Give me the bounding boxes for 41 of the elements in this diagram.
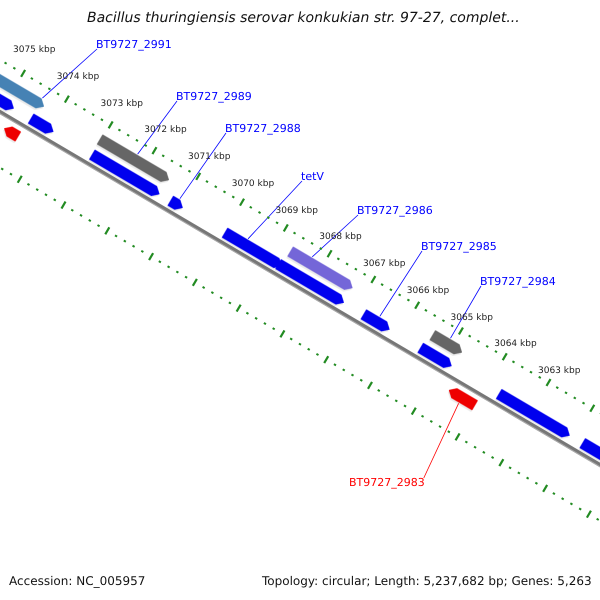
scale-label: 3064 kbp (494, 339, 537, 350)
gene-feature (96, 134, 170, 182)
gene-feature (28, 114, 54, 134)
gene-label: tetV (301, 170, 324, 183)
leader-line (179, 132, 226, 200)
map-title: Bacillus thuringiensis serovar konkukian str. 97-27, complet... (87, 10, 520, 26)
leader-line (423, 402, 460, 478)
scale-label: 3066 kbp (406, 286, 450, 296)
gene-feature (417, 342, 452, 368)
accession-text: Accession: NC_005957 (9, 574, 146, 588)
gene-feature (430, 330, 462, 354)
gene-label: BT9727_2991 (96, 38, 172, 51)
leader-line (137, 100, 178, 155)
scale-label: 3073 kbp (100, 98, 143, 108)
gene-feature (496, 388, 570, 438)
gene-feature (89, 150, 160, 196)
gene-label: BT9727_2985 (421, 240, 497, 253)
scale-label: 3069 kbp (276, 206, 318, 216)
leader-line (379, 250, 422, 317)
scale-label: 3075 kbp (13, 45, 56, 55)
leader-line (42, 48, 98, 98)
leader-line (248, 180, 302, 240)
gene-label: BT9727_2984 (480, 275, 556, 288)
gene-feature (448, 388, 478, 410)
gene-feature (222, 228, 282, 268)
scale-label: 3071 kbp (188, 152, 230, 162)
gene-label: BT9727_2989 (176, 90, 252, 103)
scale-label: 3063 kbp (538, 366, 580, 376)
scale-label: 3070 kbp (232, 178, 274, 189)
scale-label: 3067 kbp (363, 259, 406, 269)
gene-feature (287, 246, 353, 290)
leader-line (312, 214, 358, 258)
gene-feature (168, 196, 183, 210)
gene-label: BT9727_2983 (349, 476, 425, 489)
gene-label: BT9727_2988 (225, 122, 301, 135)
genome-info-text: Topology: circular; Length: 5,237,682 bp; Genes: 5,263 (262, 574, 592, 588)
gene-label: BT9727_2986 (357, 204, 433, 217)
gene-feature (275, 259, 344, 305)
gene-feature (4, 126, 22, 142)
leader-line (450, 286, 482, 339)
gene-feature (360, 309, 390, 332)
